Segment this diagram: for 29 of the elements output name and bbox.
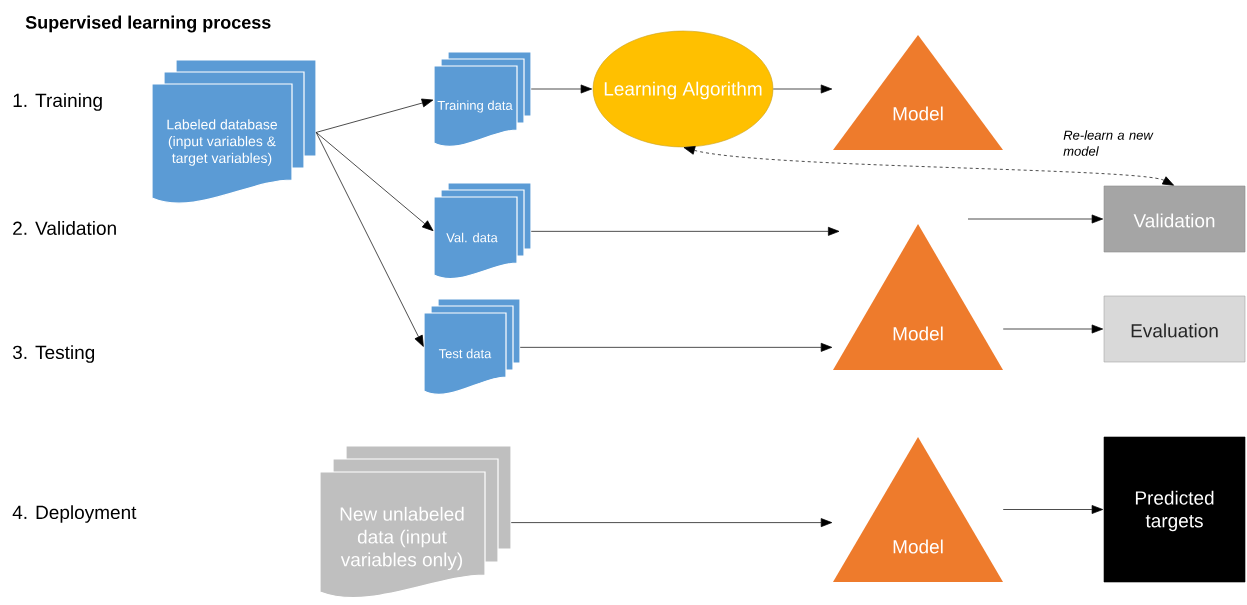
arrow bbox=[519, 342, 833, 352]
arrow bbox=[772, 84, 833, 94]
arrow bbox=[1002, 324, 1104, 334]
arrow bbox=[967, 214, 1104, 224]
result-box: Validation bbox=[1103, 185, 1246, 253]
model-triangle: Model bbox=[833, 437, 1003, 582]
arrow bbox=[315, 98, 434, 133]
step-label: 1. Training bbox=[13, 93, 102, 111]
result-box: Predicted targets bbox=[1103, 436, 1246, 583]
arrow bbox=[315, 132, 424, 347]
arrow bbox=[530, 84, 593, 94]
step-label: 2. Validation bbox=[13, 221, 116, 235]
model-triangle: Model bbox=[833, 35, 1003, 150]
arrow bbox=[510, 518, 833, 528]
arrow bbox=[315, 132, 434, 232]
arrow bbox=[530, 226, 840, 236]
document-stack: Labeled database (input variables & target variables) bbox=[151, 59, 317, 204]
document-stack: Val. data bbox=[433, 182, 532, 280]
model-triangle: Model bbox=[833, 224, 1003, 370]
dashed-arrow bbox=[683, 146, 1174, 186]
document-stack: New unlabeled data (input variables only) bbox=[319, 445, 512, 599]
arrow bbox=[1002, 505, 1104, 514]
result-box: Evaluation bbox=[1103, 295, 1246, 363]
document-stack: Training data bbox=[433, 51, 532, 147]
step-label: 3. Testing bbox=[12, 345, 95, 363]
document-stack: Test data bbox=[423, 298, 521, 395]
title: Supervised learning process bbox=[25, 15, 271, 33]
edge-label: Re-learn a new model bbox=[1062, 129, 1155, 157]
step-label: 4. Deployment bbox=[12, 505, 137, 523]
